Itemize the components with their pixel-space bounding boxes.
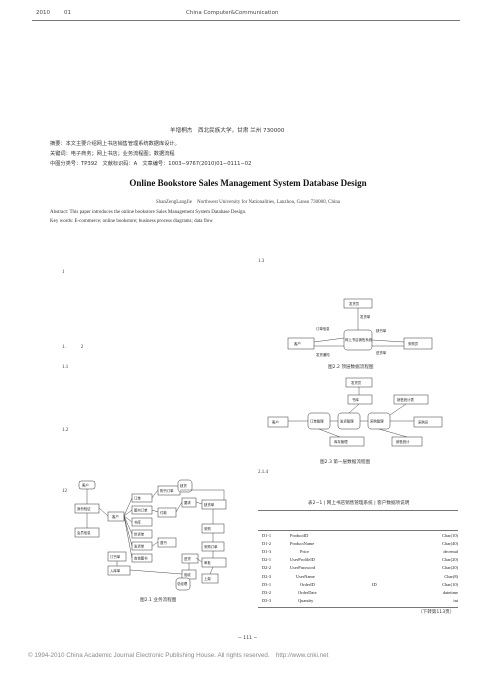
svg-text:上架: 上架 (204, 576, 211, 581)
svg-text:总经理: 总经理 (177, 581, 188, 586)
svg-text:发货员: 发货员 (349, 301, 360, 306)
svg-text:图书订单: 图书订单 (134, 508, 148, 513)
author-en: ShanZengLangJie Northwest University for… (155, 200, 341, 205)
classification: 中图分类号：TP392 文献标识码：A 文章编号：1003−9767(2010)… (50, 161, 252, 167)
section-1: 1 (62, 270, 65, 275)
header-journal: China Computer&Communication (186, 10, 279, 16)
svg-text:客户: 客户 (294, 341, 301, 346)
svg-text:进货单: 进货单 (376, 350, 387, 355)
svg-text:发货通知: 发货通知 (316, 352, 330, 357)
table-continued-note: （下转第113页） (418, 610, 455, 615)
section-12: 12 (62, 489, 67, 494)
svg-text:发货员: 发货员 (351, 380, 362, 385)
svg-text:库存管理: 库存管理 (334, 439, 348, 444)
svg-text:订单: 订单 (134, 496, 141, 501)
svg-text:客户: 客户 (272, 420, 279, 425)
figure-business-flow-caption: 图2.1 业务流程图 (140, 598, 177, 603)
svg-text:采购员: 采购员 (408, 341, 419, 346)
svg-text:采购管理: 采购管理 (370, 419, 384, 424)
svg-text:采购员: 采购员 (418, 420, 429, 425)
svg-text:采购订单: 采购订单 (204, 544, 218, 549)
abstract-cn: 摘要：本文主要介绍网上书店销售管理系统数据库设计。 (50, 141, 180, 147)
svg-text:缺货单: 缺货单 (204, 502, 215, 507)
svg-text:订书单: 订书单 (110, 554, 121, 559)
svg-text:退书: 退书 (160, 540, 167, 545)
byline: 羊增桐杰 西北民族大学，甘肃 兰州 730000 (170, 128, 285, 134)
svg-text:书库: 书库 (352, 397, 359, 402)
page-number: − 111 − (238, 636, 258, 641)
table-top-rule (258, 510, 458, 511)
section-1-3: 1.3 (258, 259, 265, 264)
table-header-rule (258, 530, 458, 531)
section-1-1: 1.1 (62, 365, 69, 370)
fig1-label: 客户 (82, 483, 89, 488)
svg-text:身份验证: 身份验证 (77, 506, 91, 511)
svg-text:查询图书: 查询图书 (134, 556, 148, 561)
keywords-en: Key words: E-commerce; online bookstore;… (50, 219, 213, 224)
svg-text:缺书单: 缺书单 (376, 328, 387, 333)
svg-text:订单信息: 订单信息 (316, 326, 330, 331)
figure-top-level-dfd-caption: 图2.2 顶层数据流程图 (328, 365, 374, 370)
keywords-cn: 关键词：电子商务；网上书店；业务流程图；数据流程 (50, 151, 175, 157)
svg-text:发货单: 发货单 (360, 314, 371, 319)
svg-text:网上书店销售系统: 网上书店销售系统 (345, 337, 373, 342)
svg-text:订单管理: 订单管理 (310, 419, 324, 424)
svg-text:验收: 验收 (184, 572, 191, 577)
svg-text:进货: 进货 (184, 556, 191, 561)
svg-text:付款: 付款 (160, 510, 167, 515)
abstract-en: Abstract: This paper introduces the onli… (50, 210, 247, 215)
figure-first-level-dfd-caption: 图2.3 第一层数据流程图 (320, 460, 371, 465)
title-en: Online Bookstore Sales Management System… (129, 178, 367, 188)
svg-text:入库单: 入库单 (110, 568, 121, 573)
section-1-2: 1.2 (62, 428, 69, 433)
svg-text:销售统计表: 销售统计表 (397, 397, 415, 402)
section-1-2-heading: 1. 2 (62, 345, 84, 350)
copyright-footer: © 1994-2010 China Academic Journal Elect… (28, 652, 329, 659)
svg-text:审批: 审批 (204, 560, 211, 565)
svg-text:发货单: 发货单 (134, 544, 145, 549)
figure-first-level-dfd: 发货员 客户 销售统计表 采购员 书库 订单管理 发货管理 采购管理 库存管理 … (266, 375, 446, 455)
header-rule (32, 20, 460, 21)
svg-text:销售统计: 销售统计 (396, 439, 410, 444)
svg-text:缺货: 缺货 (180, 483, 187, 488)
header-year: 2010 (36, 10, 50, 16)
svg-text:客户: 客户 (112, 514, 119, 519)
svg-text:要求: 要求 (184, 500, 191, 505)
svg-text:书库: 书库 (134, 520, 141, 525)
table-bottom-rule (258, 607, 458, 608)
figure-business-flow: 客户 身份验证 会员信息 客户 订单 图书订单 书库 供货单 发货单 查询图书 … (72, 478, 246, 594)
svg-text:发货管理: 发货管理 (340, 419, 354, 424)
table-title: 表2−1 | 网上书店销售管理系统 | 客户数据项说明 (308, 501, 410, 506)
section-2-1-4: 2.1.4 (258, 470, 268, 475)
svg-text:采购: 采购 (204, 526, 211, 531)
figure-top-level-dfd: 发货员 客户 网上书店销售系统 采购员 订单信息 发货通知 发货单 缺书单 进货… (286, 296, 436, 362)
svg-text:供货单: 供货单 (134, 532, 145, 537)
header-issue: 01 (64, 10, 71, 16)
svg-text:购书订单: 购书订单 (160, 488, 174, 493)
svg-text:会员信息: 会员信息 (77, 530, 91, 535)
